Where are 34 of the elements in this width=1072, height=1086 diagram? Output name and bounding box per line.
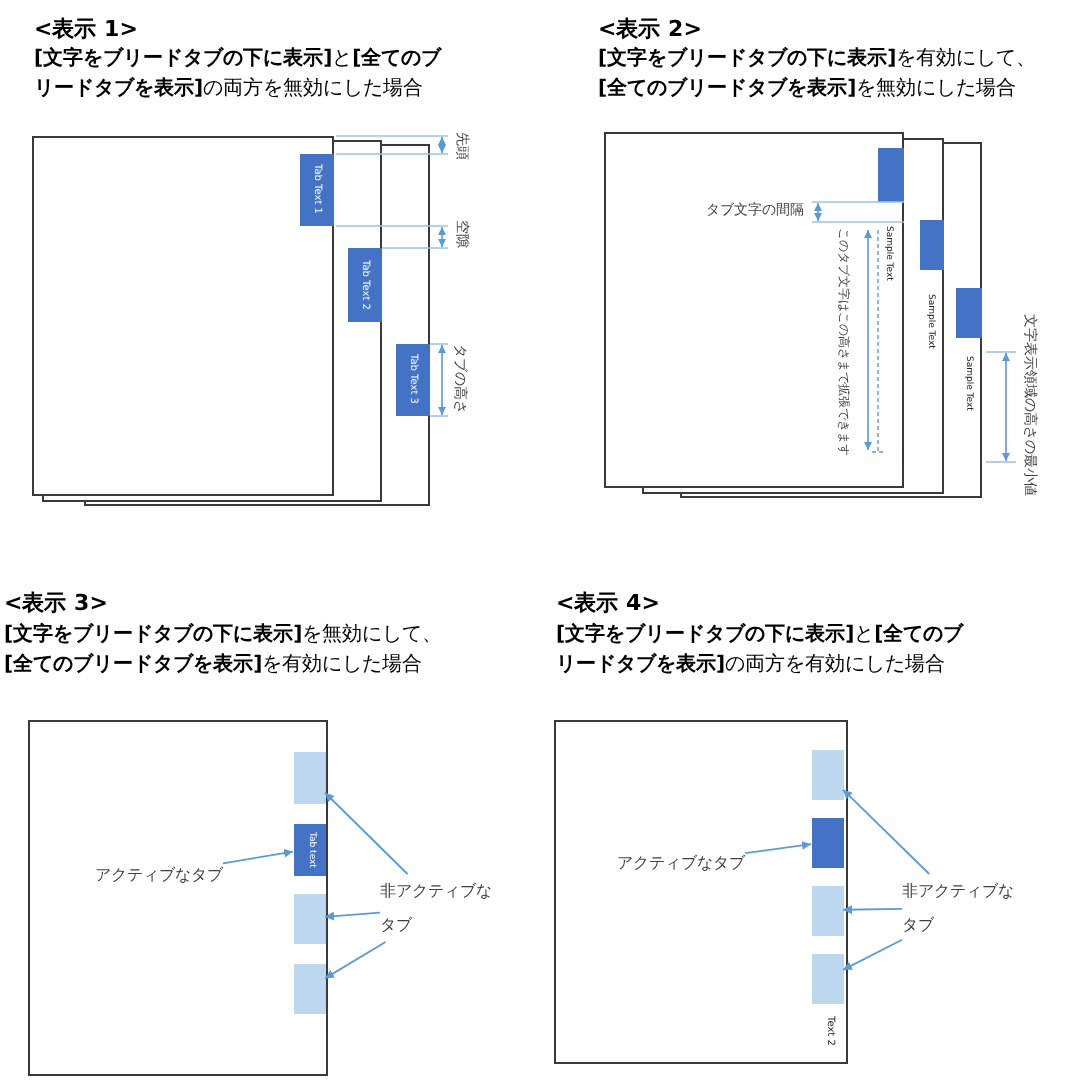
leader-arrow bbox=[842, 938, 903, 971]
bleed-tab bbox=[811, 885, 843, 935]
page-sheet bbox=[604, 132, 904, 488]
leader-arrow bbox=[744, 840, 812, 855]
leader-arrow bbox=[324, 911, 381, 921]
leader-arrow bbox=[324, 791, 409, 875]
bleed-tab bbox=[811, 749, 843, 799]
callout-label: アクティブなタブ bbox=[617, 845, 745, 879]
leader-arrow bbox=[842, 905, 903, 915]
leader-arrow bbox=[324, 941, 387, 980]
panel-description: [文字をブリードタブの下に表示]を無効にして、[全てのブリードタブを表示]を有効にした場合 bbox=[4, 620, 445, 680]
panel-description: [文字をブリードタブの下に表示]を有効にして、[全てのブリードタブを表示]を無効にした場合 bbox=[598, 44, 1039, 104]
page-sheet bbox=[28, 720, 328, 1076]
page-sheet bbox=[32, 136, 334, 496]
panel-heading: <表示 1> bbox=[34, 16, 138, 43]
callout-label: 非アクティブなタブ bbox=[380, 874, 504, 942]
callout-label: 非アクティブなタブ bbox=[902, 874, 1026, 942]
bleed-tab bbox=[919, 219, 943, 269]
panel-description: [文字をブリードタブの下に表示]と[全てのブリードタブを表示]の両方を有効にした場合 bbox=[556, 620, 966, 680]
panel-heading: <表示 2> bbox=[598, 16, 702, 43]
bleed-tab bbox=[293, 963, 325, 1013]
leader-arrow bbox=[842, 788, 931, 875]
bleed-tab bbox=[811, 817, 843, 867]
panel-heading: <表示 3> bbox=[4, 590, 108, 617]
leader-arrow bbox=[222, 848, 294, 865]
bleed-tab bbox=[955, 287, 981, 337]
bleed-tab bbox=[293, 893, 325, 943]
bleed-tab bbox=[293, 751, 325, 803]
callout-label: アクティブなタブ bbox=[95, 857, 223, 891]
panel-description: [文字をブリードタブの下に表示]と[全てのブリードタブを表示]の両方を無効にした場合 bbox=[34, 44, 444, 104]
bleed-tab bbox=[878, 148, 904, 202]
bleed-tab bbox=[811, 953, 843, 1003]
panel-heading: <表示 4> bbox=[556, 590, 660, 617]
page-sheet bbox=[554, 720, 848, 1064]
